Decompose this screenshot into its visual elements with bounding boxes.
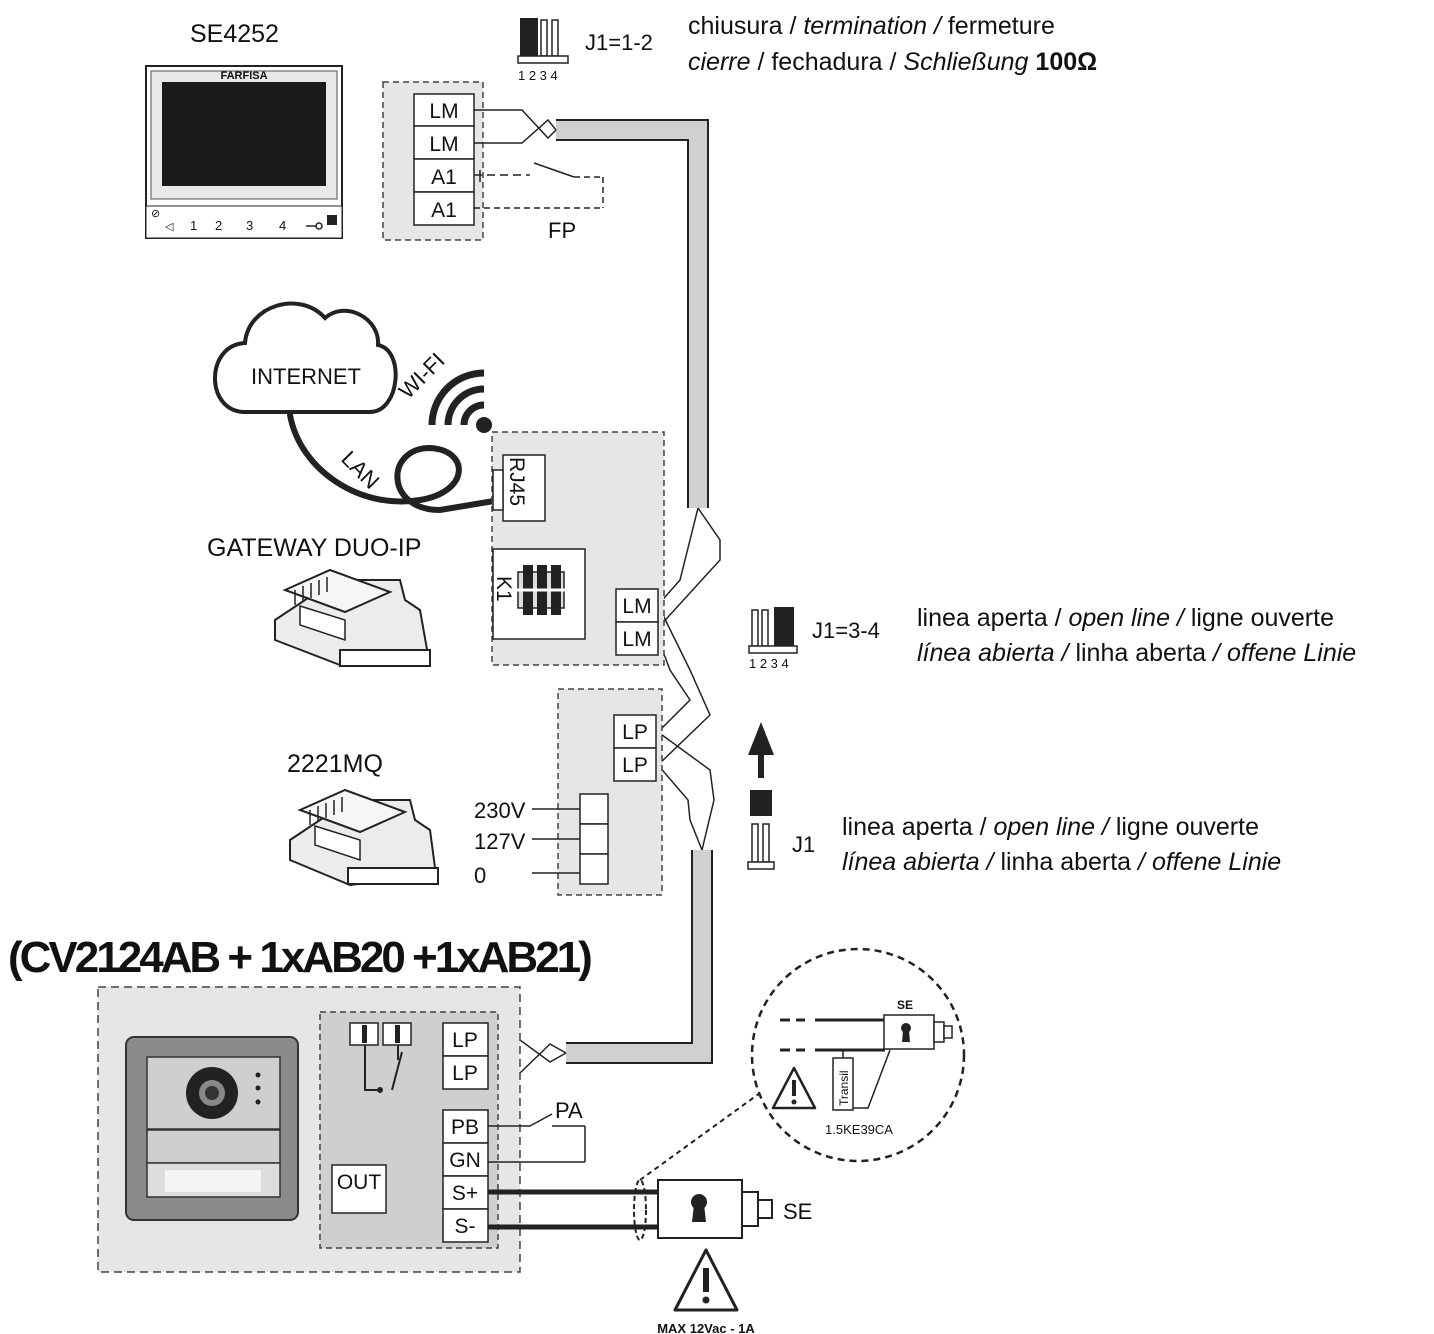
- power-supply-2221mq: 2221MQ LP LP 230V 127V 0: [287, 688, 663, 896]
- lock-detail-callout: SE Transil 1.5KE39CA: [750, 947, 966, 1163]
- floor-button-label: FP: [548, 218, 576, 243]
- jumper-mid-note-line2: línea abierta / linha aberta / offene Li…: [917, 639, 1356, 667]
- terminal-a1-2: A1: [431, 199, 457, 222]
- gateway-terminal-lm-1: LM: [622, 595, 651, 618]
- jumper-3-4-icon: [748, 607, 798, 654]
- transil-label: Transil: [837, 1070, 851, 1106]
- k1-jumper-label: K1: [492, 576, 515, 602]
- monitor-key-4: 4: [279, 218, 286, 233]
- monitor-key-2: 2: [215, 218, 222, 233]
- menu-icon: [327, 215, 337, 225]
- diode-part-number: 1.5KE39CA: [825, 1122, 893, 1137]
- jumper-mid: 1 2 3 4 J1=3-4 linea aperta / open line …: [748, 604, 1356, 671]
- jumper-1-2-icon: [517, 18, 569, 64]
- gateway-duo-ip: GATEWAY DUO-IP RJ45 K1 LM LM: [207, 431, 665, 667]
- jumper-bottom: J1 linea aperta / open line / ligne ouve…: [747, 722, 1281, 876]
- internet-label: INTERNET: [251, 364, 361, 389]
- speaker-icon: ◁: [165, 221, 174, 233]
- panel-terminal-pb: PB: [451, 1116, 479, 1139]
- wifi-icon: WI-FI: [394, 348, 492, 433]
- panel-title: (CV2124AB + 1xAB20 +1xAB21): [8, 933, 591, 982]
- jumper-bottom-note-line1: linea aperta / open line / ligne ouverte: [842, 813, 1259, 841]
- panel-out-label: OUT: [337, 1171, 382, 1194]
- jumper-pin-numbers: 1 2 3 4: [518, 68, 558, 83]
- entrance-panel-front: [125, 1036, 299, 1221]
- jumper-removed-icon: [747, 722, 775, 870]
- warning-icon: [673, 1248, 739, 1312]
- din-module-icon: [274, 568, 431, 667]
- jumper-top-note-line1: chiusura / termination / fermeture: [688, 12, 1055, 40]
- floor-button-fp: FP: [474, 162, 604, 243]
- gateway-terminal-lm-2: LM: [622, 628, 651, 651]
- terminal-a1-1: A1: [431, 166, 457, 189]
- key-icon: [306, 222, 323, 230]
- jumper-mid-pin-numbers: 1 2 3 4: [749, 656, 789, 671]
- arrow-up-icon: [748, 722, 774, 755]
- terminal-lm-1: LM: [429, 100, 458, 123]
- psu-input-230v: 230V: [474, 798, 526, 823]
- lock-max-rating: MAX 12Vac - 1A: [657, 1321, 755, 1334]
- terminal-lm-2: LM: [429, 133, 458, 156]
- jumper-bottom-note-line2: línea abierta / linha aberta / offene Li…: [842, 848, 1281, 876]
- panel-terminal-s-minus: S-: [455, 1215, 476, 1238]
- panel-terminal-s-plus: S+: [452, 1182, 478, 1205]
- push-button-label: PA: [555, 1098, 583, 1123]
- lan-cable: LAN: [287, 412, 503, 514]
- jumper-mid-note-line1: linea aperta / open line / ligne ouverte: [917, 604, 1334, 632]
- monitor-terminal-block: LM LM A1 A1: [382, 81, 484, 241]
- psu-terminal-lp-2: LP: [622, 754, 648, 777]
- din-module-icon: [289, 788, 439, 887]
- jumper-bottom-setting: J1: [792, 832, 815, 857]
- mute-icon: ⊘: [151, 208, 160, 220]
- psu-input-127v: 127V: [474, 829, 526, 854]
- panel-terminal-lp-2: LP: [452, 1062, 478, 1085]
- jumper-top-setting: J1=1-2: [585, 30, 653, 55]
- jumper-mid-setting: J1=3-4: [812, 618, 880, 643]
- door-panel: OUT LP LP PB GN S+ S-: [97, 986, 521, 1273]
- monitor-brand: FARFISA: [220, 70, 267, 82]
- monitor-model-label: SE4252: [190, 20, 279, 48]
- push-button-pa: PA: [488, 1098, 586, 1163]
- monitor-se4252: SE4252 FARFISA ⊘ ◁ 1 2 3 4: [145, 20, 343, 239]
- lock-wires: [488, 1179, 660, 1241]
- gateway-label: GATEWAY DUO-IP: [207, 534, 421, 562]
- bus-cable: [474, 109, 721, 1074]
- detail-lock-label: SE: [897, 998, 913, 1012]
- rj45-port-label: RJ45: [505, 457, 528, 506]
- jumper-top: 1 2 3 4 J1=1-2 chiusura / termination / …: [517, 12, 1097, 83]
- monitor-key-1: 1: [190, 218, 197, 233]
- psu-input-0: 0: [474, 863, 486, 888]
- k1-jumper-icon: [515, 565, 568, 615]
- electric-lock-se: SE: [657, 1179, 812, 1239]
- monitor-key-3: 3: [246, 218, 253, 233]
- panel-terminal-lp-1: LP: [452, 1029, 478, 1052]
- psu-label: 2221MQ: [287, 750, 383, 778]
- psu-terminal-lp-1: LP: [622, 721, 648, 744]
- lock-label: SE: [783, 1199, 812, 1224]
- panel-jumper-icon: [349, 1022, 412, 1093]
- panel-terminal-gn: GN: [449, 1149, 481, 1172]
- monitor-screen: [162, 82, 326, 186]
- jumper-top-note-line2: cierre / fechadura / Schließung 100Ω: [688, 48, 1097, 76]
- internet-cloud: INTERNET: [213, 301, 398, 414]
- detail-warning-icon: [771, 1066, 817, 1110]
